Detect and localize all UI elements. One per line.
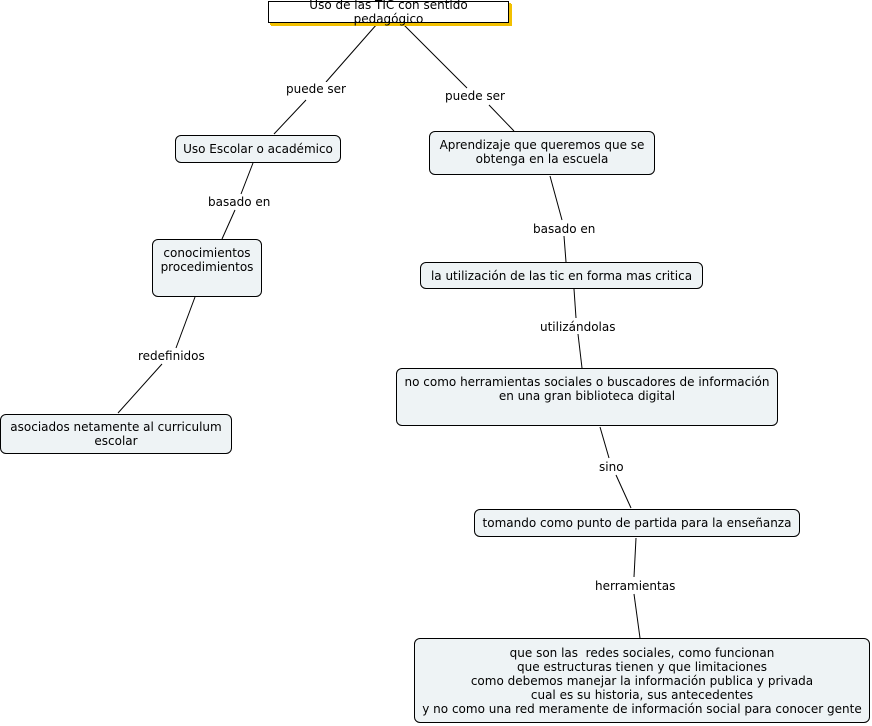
concept-asociados[interactable]: asociados netamente al curriculum escola… — [0, 414, 232, 454]
connector-redefinidos-asociados — [117, 363, 163, 414]
concept-root-text: Uso de las TIC con sentido pedagógico — [309, 0, 468, 26]
connector-puede-ser-right-aprendizaje — [488, 104, 515, 132]
connector-puede-ser-left-uso-escolar — [273, 99, 307, 135]
connector-aprendizaje-basado-en — [549, 175, 563, 221]
concept-que-son-text: que son las redes sociales, como funcion… — [422, 645, 862, 716]
concept-que-son[interactable]: que son las redes sociales, como funcion… — [414, 638, 870, 723]
concept-no-como-text: no como herramientas sociales o buscador… — [404, 375, 770, 403]
connector-sino-tomando — [615, 474, 632, 509]
concept-utilizacion[interactable]: la utilización de las tic en forma mas c… — [420, 262, 703, 289]
link-label-utilizandolas: utilizándolas — [538, 320, 618, 334]
link-label-herramientas: herramientas — [593, 579, 678, 593]
concept-uso-escolar-text: Uso Escolar o académico — [183, 142, 333, 156]
link-label-basado-en-right: basado en — [531, 222, 598, 236]
link-label-sino: sino — [597, 460, 626, 474]
concept-aprendizaje[interactable]: Aprendizaje que queremos que se obtenga … — [429, 131, 655, 175]
concept-conocimientos[interactable]: conocimientos procedimientos — [152, 239, 262, 297]
connector-utilizandolas-no-como — [577, 333, 583, 369]
connector-conocimientos-redefinidos — [175, 296, 196, 349]
link-label-puede-ser-left: puede ser — [284, 82, 348, 96]
concept-tomando[interactable]: tomando como punto de partida para la en… — [474, 509, 800, 537]
connector-root-puede-ser-right — [402, 23, 468, 89]
concept-uso-escolar[interactable]: Uso Escolar o académico — [175, 135, 341, 163]
link-label-basado-en-left: basado en — [206, 195, 273, 209]
connector-herramientas-que-son — [633, 593, 641, 639]
link-label-puede-ser-right: puede ser — [443, 89, 507, 103]
concept-root[interactable]: Uso de las TIC con sentido pedagógico — [268, 0, 509, 26]
concept-aprendizaje-text: Aprendizaje que queremos que se obtenga … — [439, 138, 645, 166]
connector-root-puede-ser-left — [325, 23, 378, 83]
connector-utilizacion-utilizandolas — [573, 288, 577, 319]
connector-uso-escolar-basado-en — [240, 162, 254, 195]
concept-tomando-text: tomando como punto de partida para la en… — [482, 516, 792, 530]
connector-tomando-herramientas — [633, 537, 637, 578]
connector-basado-en-utilizacion — [563, 235, 567, 263]
connector-basado-en-conocimientos — [221, 209, 236, 240]
connector-no-como-sino — [599, 426, 610, 459]
link-label-redefinidos: redefinidos — [136, 349, 207, 363]
concept-conocimientos-text: conocimientos procedimientos — [160, 246, 254, 274]
concept-asociados-text: asociados netamente al curriculum escola… — [10, 420, 222, 448]
concept-no-como[interactable]: no como herramientas sociales o buscador… — [396, 368, 778, 426]
concept-utilizacion-text: la utilización de las tic en forma mas c… — [430, 268, 693, 283]
